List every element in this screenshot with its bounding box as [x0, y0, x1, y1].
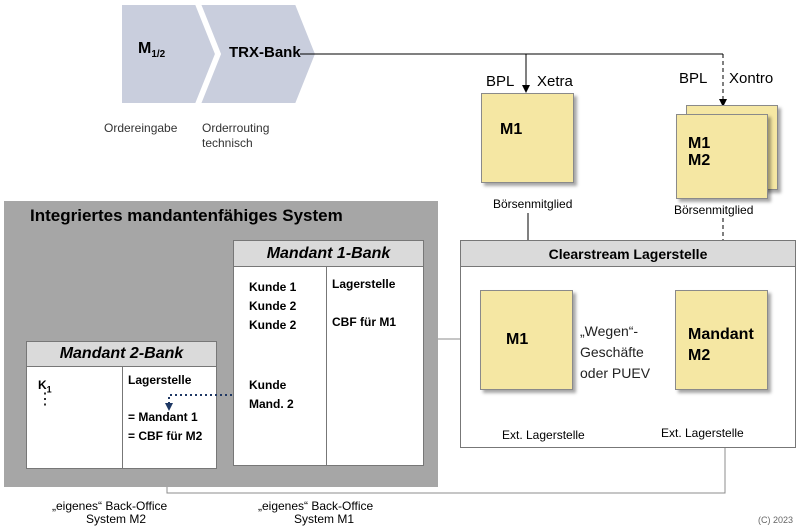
chevron-m-sub: 1/2	[151, 49, 166, 61]
mandant2-k-sub: 1	[46, 384, 52, 395]
chevron-trx-label: TRX-Bank	[229, 44, 301, 61]
wegen-line2: Geschäfte	[580, 344, 644, 360]
clearstream-panel: Clearstream Lagerstelle	[460, 240, 796, 448]
copyright: (C) 2023	[758, 515, 794, 525]
mandant2-divider	[122, 367, 123, 468]
wegen-label: „Wegen“- Geschäfte oder PUEV	[580, 321, 650, 384]
backoffice-m2-line1: „eigenes“ Back-Office	[52, 499, 168, 513]
mandant2-title: Mandant 2-Bank	[27, 342, 216, 367]
mandant2-lagerstelle-label: Lagerstelle	[128, 373, 192, 387]
mandant2-k-label: K	[38, 378, 47, 392]
chevron-ordereingabe	[120, 3, 218, 105]
clearstream-mandant-line1: Mandant	[688, 326, 754, 343]
mandant2-client-k1: K1	[38, 376, 52, 399]
mandant1-client-1: Kunde 1	[249, 280, 297, 294]
xetra-member-box: M1	[481, 93, 574, 183]
clearstream-title: Clearstream Lagerstelle	[461, 241, 795, 267]
mandant1-clients: Kunde 1 Kunde 2 Kunde 2	[249, 278, 296, 335]
caption-ordereingabe: Ordereingabe	[104, 121, 178, 135]
xetra-member-label: M1	[500, 121, 523, 138]
chevron-ordereingabe-label: M1/2	[138, 40, 165, 60]
ext-lagerstelle-1: Ext. Lagerstelle	[502, 428, 585, 442]
mandant1-table: Mandant 1-Bank Kunde 1 Kunde 2 Kunde 2 K…	[233, 240, 424, 466]
mandant2-eq-mandant1: = Mandant 1	[128, 410, 198, 424]
mandant1-client-mand2-line2: Mand. 2	[249, 397, 294, 411]
xontro-caption: Börsenmitglied	[674, 203, 754, 217]
wegen-line1: „Wegen“-	[580, 323, 639, 339]
mandant2-right-lines: = Mandant 1 = CBF für M2	[128, 408, 202, 446]
mandant2-eq-cbf: = CBF für M2	[128, 429, 203, 443]
caption-orderrouting-2: technisch	[202, 136, 253, 150]
integrated-system-title: Integriertes mandantenfähiges System	[30, 206, 343, 225]
xontro-member-line2: M2	[688, 152, 711, 169]
wegen-line3: oder PUEV	[580, 365, 651, 381]
mandant1-title: Mandant 1-Bank	[234, 241, 423, 267]
backoffice-m1-line2: System M1	[294, 512, 355, 526]
clearstream-mandant-line2: M2	[688, 347, 711, 364]
mandant1-client-mand2: Kunde Mand. 2	[249, 376, 294, 414]
backoffice-m1-line1: „eigenes“ Back-Office	[258, 499, 374, 513]
mand2-dotted-arrow	[165, 394, 232, 411]
xetra-venue-label: Xetra	[537, 73, 573, 90]
caption-orderrouting-1: Orderrouting	[202, 121, 270, 135]
chevron-trx-bank	[198, 3, 318, 105]
xetra-bpl-label: BPL	[486, 73, 515, 90]
mandant1-divider	[326, 267, 327, 465]
mandant1-client-2: Kunde 2	[249, 299, 297, 313]
clearstream-mandant-m2-box: Mandant M2	[675, 290, 768, 390]
mandant1-client-mand2-line1: Kunde	[249, 378, 287, 392]
mandant1-cbf-label: CBF für M1	[332, 315, 396, 329]
xontro-bpl-label: BPL	[679, 70, 708, 87]
xontro-member-box: M1 M2	[676, 114, 768, 199]
clearstream-m1-label: M1	[506, 331, 529, 348]
clearstream-m1-box: M1	[480, 290, 573, 390]
mandant1-lagerstelle-label: Lagerstelle	[332, 277, 396, 291]
mandant2-table: Mandant 2-Bank K1 ⋮ Lagerstelle = Mandan…	[26, 341, 217, 469]
mandant1-lagerstelle: Lagerstelle CBF für M1	[332, 274, 396, 332]
backoffice-m2-line2: System M2	[86, 512, 147, 526]
xontro-venue-label: Xontro	[729, 70, 774, 87]
xontro-member-line1: M1	[688, 135, 711, 152]
mandant1-client-3: Kunde 2	[249, 318, 297, 332]
chevron-m-text: M	[138, 40, 152, 57]
mandant2-dots: ⋮	[37, 391, 53, 408]
xetra-caption: Börsenmitglied	[493, 197, 573, 211]
ext-lagerstelle-2: Ext. Lagerstelle	[661, 426, 744, 440]
